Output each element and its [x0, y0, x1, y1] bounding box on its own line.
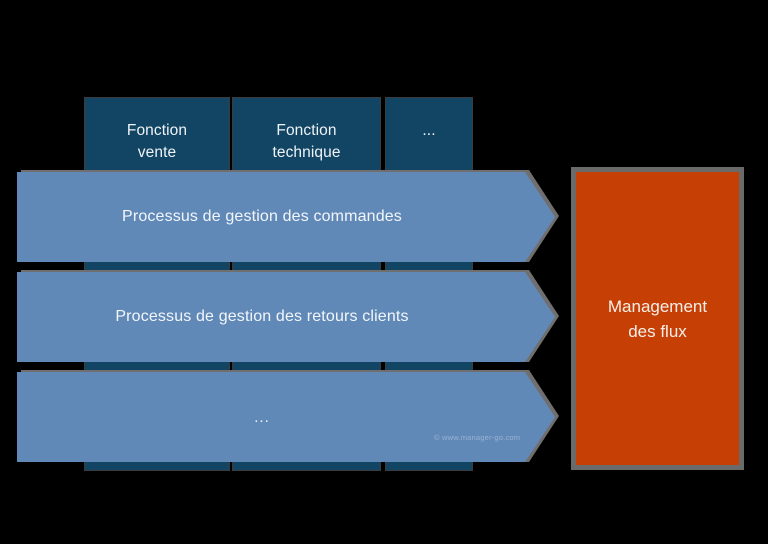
process-label-processus-commandes: Processus de gestion des commandes — [122, 208, 402, 225]
management-des-flux-box[interactable]: Management des flux — [571, 167, 744, 470]
process-label-processus-autres: ... — [254, 408, 270, 426]
watermark: © www.manager-go.com — [434, 433, 521, 442]
function-column-label-fonction-vente: Fonction vente — [126, 122, 188, 161]
management-des-flux-label: Management des flux — [607, 296, 708, 341]
process-arrow-processus-autres[interactable]: ... — [17, 372, 555, 462]
process-arrow-processus-commandes[interactable]: Processus de gestion des commandes — [17, 172, 555, 262]
process-arrow-processus-retours-clients[interactable]: Processus de gestion des retours clients — [17, 272, 555, 362]
function-column-label-fonction-technique: Fonction technique — [272, 122, 341, 161]
function-column-label-fonction-autres: ... — [422, 122, 436, 139]
process-label-processus-retours-clients: Processus de gestion des retours clients — [115, 308, 409, 325]
